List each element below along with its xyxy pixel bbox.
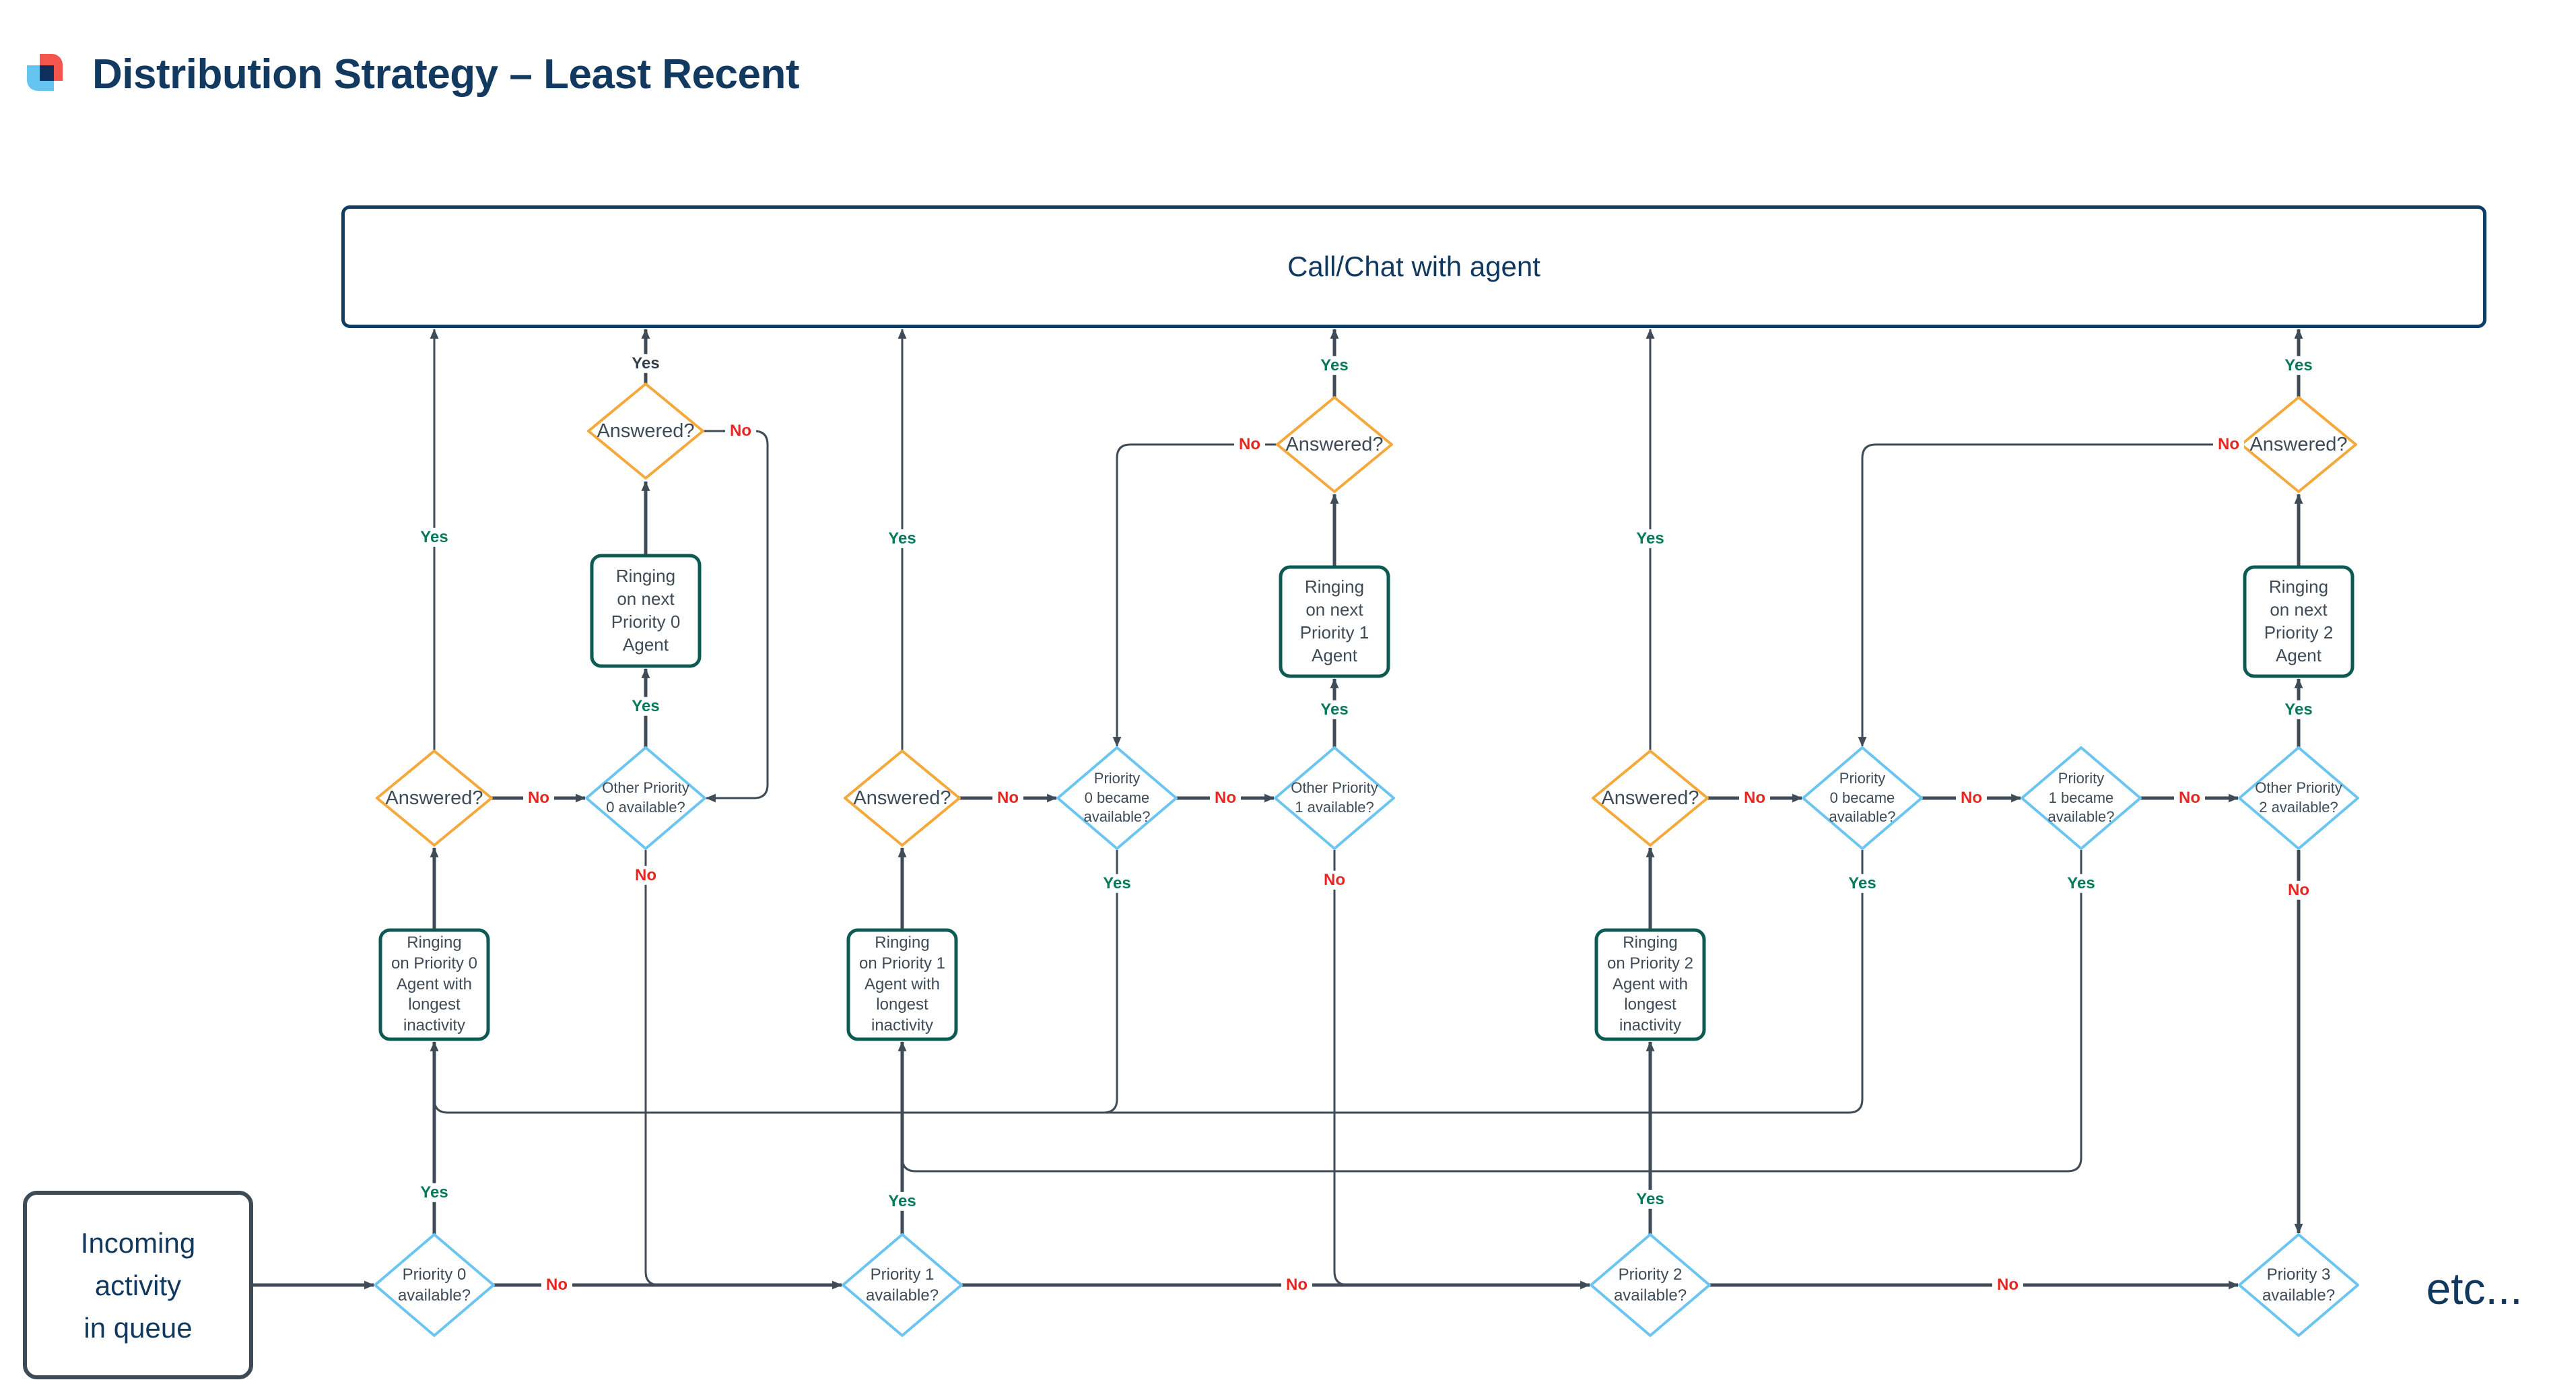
priority0-available-decision-label: Priority 0 available? <box>397 1265 471 1305</box>
edge-p0b2-yes-loop-r0 <box>433 850 1864 1114</box>
edge-label-yes-2: Yes <box>2280 356 2317 376</box>
edge-op0-no-merge <box>644 850 660 1286</box>
priority1-became-available-decision-shape <box>2021 746 2142 850</box>
ringing-next-priority0-agent-box-shape <box>590 554 702 668</box>
edge-op1-no-merge <box>1333 850 1349 1286</box>
answered-decision-top-p2-label: Answered? <box>2249 433 2348 455</box>
ringing-next-priority1-agent-box-shape <box>1279 565 1390 678</box>
edge-label-no-27: No <box>541 1275 572 1295</box>
priority1-available-decision-shape <box>842 1233 963 1337</box>
ringing-next-priority0-agent-box-label: Ringing on next Priority 0 Agent <box>611 566 681 655</box>
other-priority2-available-decision-label: Other Priority 2 available? <box>2255 779 2342 816</box>
edge-label-no-24: No <box>630 865 661 886</box>
ringing-priority0-longest-inactivity-box-shape <box>378 928 490 1041</box>
edge-label-yes-6: Yes <box>627 696 665 717</box>
answered-decision-mid-p2-label: Answered? <box>1601 787 1699 809</box>
edge-a9t-no-loop-p0b2 <box>1858 443 2241 748</box>
edge-label-yes-1: Yes <box>1316 356 1353 376</box>
answered-decision-mid-p0-shape <box>376 750 493 847</box>
priority1-became-available-decision-label: Priority 1 became available? <box>2047 770 2115 826</box>
edge-label-no-21: No <box>1210 788 1241 808</box>
edge-label-no-17: No <box>2213 434 2244 455</box>
edge-label-yes-3: Yes <box>415 527 453 548</box>
edge-label-yes-10: Yes <box>1843 874 1881 894</box>
answered-decision-top-p1-label: Answered? <box>1285 433 1384 455</box>
edge-label-no-26: No <box>2283 880 2314 900</box>
ringing-priority1-longest-inactivity-box-shape <box>846 928 958 1041</box>
call-chat-with-agent-terminator-shape <box>341 205 2486 328</box>
ringing-next-priority2-agent-box-label: Ringing on next Priority 2 Agent <box>2264 577 2334 665</box>
priority0-available-decision-shape <box>374 1233 495 1337</box>
edge-p0b-yes-merge <box>1103 850 1118 1114</box>
answered-decision-mid-p0-label: Answered? <box>385 787 483 809</box>
priority2-available-decision-shape <box>1590 1233 1711 1337</box>
edge-label-no-18: No <box>523 788 554 808</box>
incoming-activity-in-queue-box-label: Incoming activity in queue <box>80 1226 196 1344</box>
ringing-next-priority1-agent-box-label: Ringing on next Priority 1 Agent <box>1299 577 1369 665</box>
answered-decision-top-p0-shape <box>587 383 704 480</box>
other-priority0-available-decision-shape <box>585 746 706 850</box>
edge-label-yes-8: Yes <box>2280 700 2317 720</box>
edge-label-no-19: No <box>992 788 1023 808</box>
edge-label-no-28: No <box>1281 1275 1312 1295</box>
ringing-priority2-longest-inactivity-box-label: Ringing on Priority 2 Agent with longest… <box>1606 933 1694 1035</box>
ringing-priority2-longest-inactivity-box-shape <box>1594 928 1706 1041</box>
priority2-available-decision-label: Priority 2 available? <box>1613 1265 1687 1305</box>
edge-label-no-29: No <box>1992 1275 2023 1295</box>
etc-continuation-text-label: etc... <box>2426 1263 2523 1313</box>
other-priority1-available-decision-label: Other Priority 1 available? <box>1291 779 1378 816</box>
other-priority1-available-decision-shape <box>1274 746 1395 850</box>
other-priority2-available-decision-shape <box>2238 746 2359 850</box>
priority0-became-available-decision-a-label: Priority 0 became available? <box>1083 770 1151 826</box>
ringing-next-priority2-agent-box-shape <box>2243 565 2354 678</box>
priority3-available-decision-shape <box>2238 1233 2359 1337</box>
ringing-priority0-longest-inactivity-box-label: Ringing on Priority 0 Agent with longest… <box>391 933 478 1035</box>
edge-label-yes-4: Yes <box>883 529 921 549</box>
edge-label-yes-5: Yes <box>1631 529 1669 549</box>
edge-a5t-no-loop-p0b <box>1112 443 1277 748</box>
app-logo <box>27 54 65 93</box>
edge-label-no-15: No <box>725 421 756 441</box>
edge-label-yes-9: Yes <box>1098 874 1136 894</box>
ringing-priority1-longest-inactivity-box-label: Ringing on Priority 1 Agent with longest… <box>858 933 946 1035</box>
edge-label-no-22: No <box>1956 788 1987 808</box>
incoming-activity-in-queue-box-shape <box>23 1191 253 1379</box>
answered-decision-mid-p2-shape <box>1592 750 1709 847</box>
answered-decision-mid-p1-label: Answered? <box>853 787 951 809</box>
other-priority0-available-decision-label: Other Priority 0 available? <box>602 779 689 816</box>
edge-label-yes-11: Yes <box>2062 874 2100 894</box>
edge-label-yes-12: Yes <box>415 1183 453 1203</box>
priority1-available-decision-label: Priority 1 available? <box>865 1265 939 1305</box>
edge-label-yes-13: Yes <box>883 1191 921 1212</box>
edge-label-yes-7: Yes <box>1316 700 1353 720</box>
page-title: Distribution Strategy – Least Recent <box>92 51 800 98</box>
answered-decision-top-p0-label: Answered? <box>597 420 695 442</box>
edge-a2t-no-loop-op0 <box>703 430 769 803</box>
priority3-available-decision-label: Priority 3 available? <box>2262 1265 2336 1305</box>
edge-label-yes-14: Yes <box>1631 1189 1669 1210</box>
answered-decision-mid-p1-shape <box>844 750 961 847</box>
shapes-layer <box>23 205 2486 1379</box>
edge-label-yes-0: Yes <box>627 354 665 374</box>
answered-decision-top-p1-shape <box>1276 396 1393 493</box>
edge-p1b-yes-loop-r1 <box>901 850 2082 1173</box>
edge-label-no-25: No <box>1319 870 1350 890</box>
edge-label-no-20: No <box>1739 788 1770 808</box>
priority0-became-available-decision-b-label: Priority 0 became available? <box>1829 770 1896 826</box>
call-chat-with-agent-terminator-label: Call/Chat with agent <box>1287 250 1540 282</box>
edges-layer <box>251 328 2303 1290</box>
priority0-became-available-decision-a-shape <box>1056 746 1178 850</box>
priority0-became-available-decision-b-shape <box>1802 746 1923 850</box>
answered-decision-top-p2-shape <box>2240 396 2357 493</box>
edge-label-no-23: No <box>2174 788 2205 808</box>
edge-label-no-16: No <box>1234 434 1265 455</box>
logo-navy-shape <box>40 65 54 81</box>
